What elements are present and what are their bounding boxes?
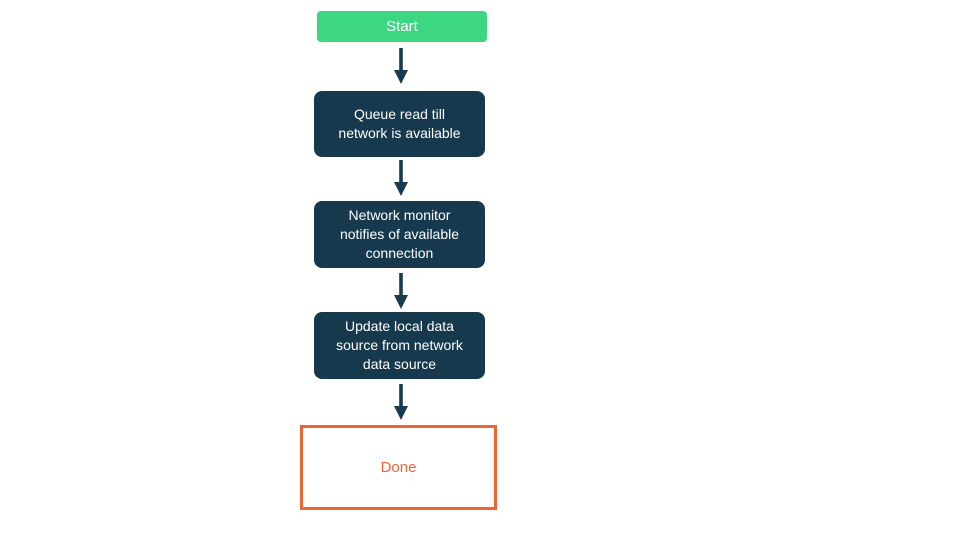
arrow-down-icon (394, 273, 408, 309)
arrow-down-icon (394, 48, 408, 84)
flow-node-update-local-data: Update local data source from network da… (314, 312, 485, 379)
flow-node-start: Start (317, 11, 487, 42)
flow-node-start-label: Start (386, 18, 418, 35)
flow-node-network-monitor: Network monitor notifies of available co… (314, 201, 485, 268)
arrow-down-icon (394, 384, 408, 420)
flow-node-network-monitor-label: Network monitor notifies of available co… (339, 207, 460, 261)
flow-node-done: Done (300, 425, 497, 510)
flow-node-queue-read: Queue read till network is available (314, 91, 485, 157)
flow-node-update-local-data-label: Update local data source from network da… (336, 318, 463, 372)
arrow-down-icon (394, 160, 408, 196)
flow-node-queue-read-label: Queue read till network is available (338, 106, 461, 141)
flow-node-done-label: Done (380, 459, 417, 476)
